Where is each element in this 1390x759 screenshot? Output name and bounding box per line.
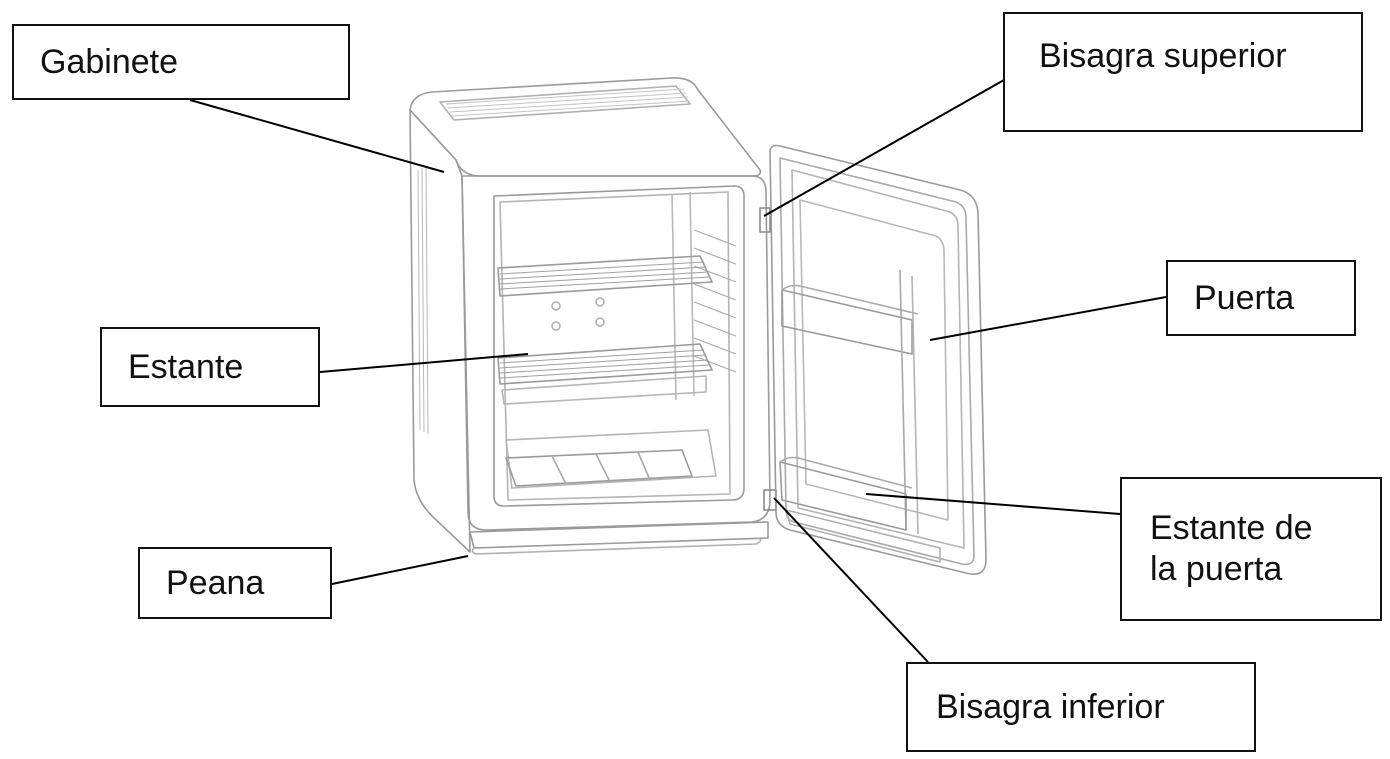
- leader-line-bisagra-inferior: [773, 497, 929, 663]
- leader-line-estante: [319, 353, 529, 373]
- label-estante-de-la-puerta-text: Estante de la puerta: [1150, 509, 1313, 588]
- leader-lines: [189, 79, 1167, 663]
- leader-line-bisagra-superior: [763, 79, 1005, 217]
- label-bisagra-inferior: Bisagra inferior: [906, 662, 1256, 752]
- leader-line-gabinete: [189, 99, 445, 173]
- label-peana-text: Peana: [166, 563, 265, 602]
- label-gabinete-text: Gabinete: [40, 42, 178, 81]
- leader-line-estante-puerta: [865, 493, 1121, 515]
- label-bisagra-inferior-text: Bisagra inferior: [936, 687, 1165, 726]
- label-puerta: Puerta: [1166, 260, 1356, 336]
- label-puerta-text: Puerta: [1194, 278, 1295, 317]
- fridge-door-drawing: [769, 144, 987, 576]
- label-gabinete: Gabinete: [12, 24, 350, 100]
- leader-line-puerta: [929, 296, 1167, 341]
- label-bisagra-superior-text: Bisagra superior: [1039, 37, 1287, 75]
- label-estante-de-la-puerta: Estante de la puerta: [1120, 477, 1382, 621]
- label-estante-text: Estante: [128, 347, 244, 386]
- fridge-cabinet-drawing: [409, 77, 777, 555]
- label-estante: Estante: [100, 327, 320, 407]
- label-peana: Peana: [138, 547, 332, 619]
- leader-line-peana: [331, 555, 469, 585]
- label-bisagra-superior: Bisagra superior: [1003, 12, 1363, 132]
